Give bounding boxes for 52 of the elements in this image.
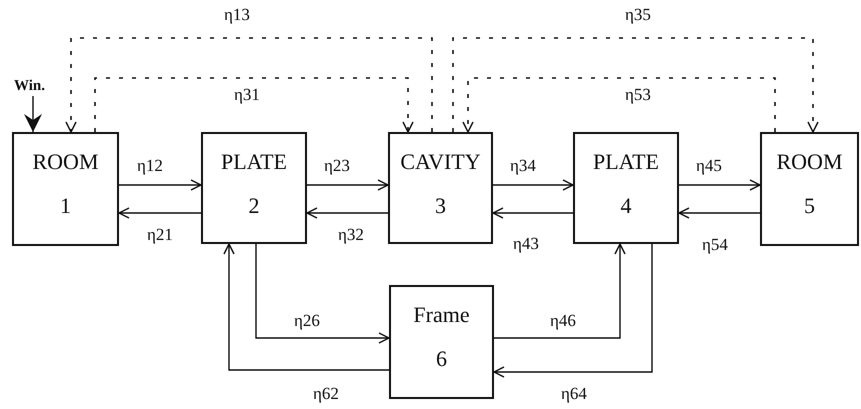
arrow: [118, 207, 201, 219]
edge-label: η45: [694, 157, 724, 175]
zone-box: [760, 132, 859, 246]
dotted-arrow: [65, 37, 433, 133]
node-number: 4: [620, 194, 632, 218]
dotted-arrow: [94, 77, 414, 133]
node-title: PLATE: [221, 150, 287, 174]
edge-label: η31: [232, 86, 262, 104]
edge-label: η62: [311, 385, 341, 403]
edge-label: η32: [336, 226, 366, 244]
edge-label: η12: [135, 157, 165, 175]
zone-box: [573, 132, 679, 244]
edge-label: η23: [322, 157, 352, 175]
node-title: ROOM: [32, 150, 98, 174]
arrow: [24, 96, 42, 132]
node-number: 5: [804, 194, 815, 218]
node-title: Frame: [413, 303, 470, 327]
node-number: 6: [436, 347, 447, 371]
node-number: 3: [435, 194, 446, 218]
arrow: [493, 244, 653, 378]
node-number: 1: [60, 194, 71, 218]
edge-label: η54: [700, 236, 730, 254]
frame-box: [389, 285, 494, 399]
edge-label: η26: [292, 312, 322, 330]
arrow: [223, 243, 389, 371]
node-title: ROOM: [776, 150, 842, 174]
zone-box: [12, 132, 119, 246]
node-number: 2: [248, 194, 260, 218]
arrow: [678, 207, 760, 219]
arrow: [494, 243, 626, 339]
edge-label: η13: [222, 6, 252, 24]
zone-box: [201, 132, 307, 244]
arrow: [119, 179, 202, 191]
dotted-arrow: [452, 37, 819, 133]
arrow: [255, 244, 390, 344]
arrow: [306, 207, 388, 219]
edge-label: η53: [623, 86, 653, 104]
arrow: [679, 179, 761, 191]
edge-label: η35: [623, 6, 653, 24]
edge-label: η46: [548, 312, 578, 330]
input-label: Win.: [14, 78, 45, 94]
edge-label: η43: [511, 235, 541, 253]
zone-box: [388, 132, 493, 244]
edge-label: η21: [145, 226, 175, 244]
node-title: CAVITY: [400, 150, 481, 174]
arrow: [493, 179, 574, 191]
edge-label: η34: [508, 157, 538, 175]
node-title: PLATE: [593, 150, 659, 174]
dotted-arrow: [462, 77, 776, 133]
edge-label: η64: [559, 385, 589, 403]
arrow: [492, 207, 573, 219]
arrow: [307, 179, 389, 191]
